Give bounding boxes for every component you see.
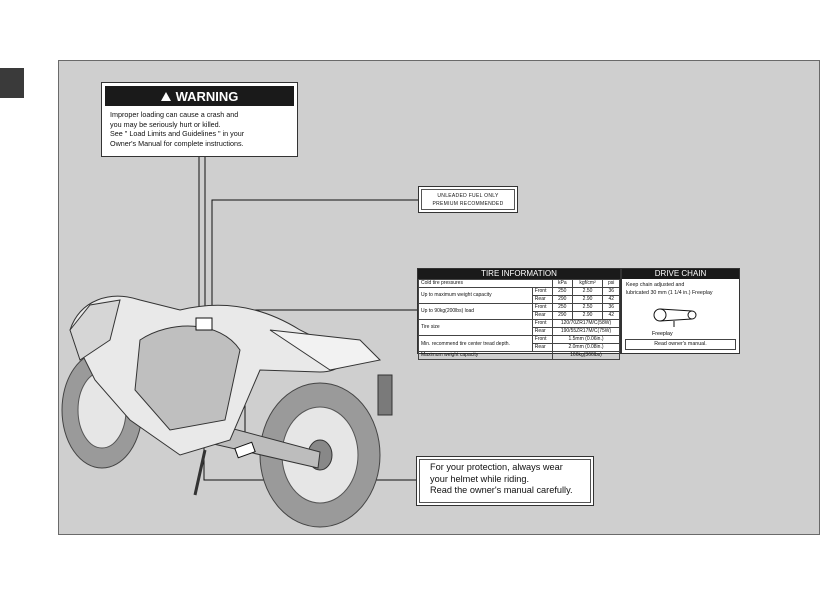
fuel-line-1: UNLEADED FUEL ONLY bbox=[422, 192, 514, 200]
tire-information-title: TIRE INFORMATION bbox=[418, 269, 620, 279]
drive-chain-title: DRIVE CHAIN bbox=[622, 269, 739, 279]
tire-information-label: TIRE INFORMATION Cold tire pressures kPa… bbox=[417, 268, 621, 354]
table-row: Tire size Front 120/70ZR17M/C(58W) bbox=[419, 320, 620, 328]
warning-text: Improper loading can cause a crash and y… bbox=[105, 106, 294, 148]
table-row: Up to maximum weight capacity Front 250 … bbox=[419, 288, 620, 296]
fuel-line-2: PREMIUM RECOMMENDED bbox=[422, 200, 514, 208]
warning-label: WARNING Improper loading can cause a cra… bbox=[101, 82, 298, 157]
helmet-label: For your protection, always wear your he… bbox=[416, 456, 594, 506]
warning-icon bbox=[161, 92, 171, 101]
table-row: Cold tire pressures kPa kgf/cm² psi bbox=[419, 280, 620, 288]
table-row: Maximum weight capacity 166kg(366lbs) bbox=[419, 352, 620, 360]
table-row: Min. recommend tire center tread depth. … bbox=[419, 336, 620, 344]
chain-diagram-icon: Freeplay bbox=[622, 301, 741, 341]
tire-table: Cold tire pressures kPa kgf/cm² psi Up t… bbox=[418, 279, 620, 360]
freeplay-text: Freeplay bbox=[652, 331, 673, 337]
table-row: Up to 90kg(200lbs) load Front 250 2.50 3… bbox=[419, 304, 620, 312]
drive-chain-footer: Read owner's manual. bbox=[625, 339, 736, 350]
warning-header: WARNING bbox=[105, 86, 294, 106]
drive-chain-label: DRIVE CHAIN Keep chain adjusted and lubr… bbox=[621, 268, 740, 354]
fuel-label: UNLEADED FUEL ONLY PREMIUM RECOMMENDED bbox=[418, 186, 518, 213]
